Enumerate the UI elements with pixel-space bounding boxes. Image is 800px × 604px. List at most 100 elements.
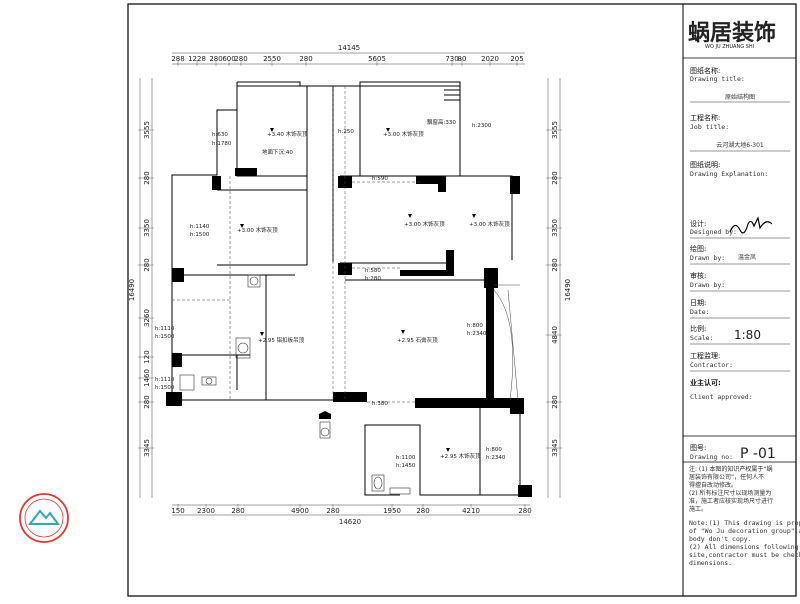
svg-text:注: (1) 本图的知识产权属于“蜗: 注: (1) 本图的知识产权属于“蜗	[689, 465, 772, 473]
top-seg-10: 2020	[481, 55, 499, 63]
bottom-seg-4: 280	[326, 507, 339, 515]
note-h-800b: h:800	[486, 447, 502, 453]
svg-text:Designed by:: Designed by:	[690, 228, 737, 236]
note-h-2340b: h:2340	[486, 455, 506, 461]
beams	[172, 86, 420, 403]
bottom-seg-5: 1950	[383, 507, 401, 515]
bottom-seg-8: 280	[518, 507, 531, 515]
note-h-630: h:630	[212, 132, 228, 138]
svg-text:Note:(1) This drawing is prope: Note:(1) This drawing is property	[689, 519, 800, 527]
drawing-no-value: P -01	[740, 446, 776, 462]
company-seal	[19, 493, 69, 543]
notes-cn: 注: (1) 本图的知识产权属于“蜗 居装饰有限公司”，任何人不 得擅自改动修改…	[689, 465, 773, 513]
designer-signature	[729, 216, 773, 234]
svg-text:Drawn by:: Drawn by:	[690, 281, 725, 289]
svg-text:(2) 所有标注尺寸以现场测量为: (2) 所有标注尺寸以现场测量为	[689, 489, 771, 497]
checked-label: 审核:	[690, 271, 706, 280]
bottom-total-dim: 14620	[339, 518, 361, 526]
svg-text:蜗居装饰: 蜗居装饰	[688, 20, 776, 46]
notes-en: Note:(1) This drawing is property of "Wo…	[689, 519, 800, 567]
note-kitchen: +2.95 铝扣板吊顶	[258, 336, 305, 344]
svg-text:Drawing Explanation:: Drawing Explanation:	[690, 170, 768, 178]
bottom-seg-3: 4900	[291, 507, 309, 515]
top-seg-8: 730	[445, 55, 458, 63]
svg-text:dimensions.: dimensions.	[689, 559, 732, 567]
note-h-1450: h:1450	[396, 463, 416, 469]
top-seg-2: 280	[209, 55, 222, 63]
designed-by-label: 设计:	[690, 219, 706, 228]
note-h-580: h:580	[365, 268, 381, 274]
top-seg-6: 280	[299, 55, 312, 63]
top-total-dim: 14145	[338, 44, 360, 52]
note-h-1500b: h:1500	[155, 334, 175, 340]
right-total-dim: 16490	[564, 279, 572, 301]
note-h-800: h:800	[467, 323, 483, 329]
note-h-250: h:250	[338, 129, 354, 135]
top-seg-7: 5605	[368, 55, 386, 63]
note-bay-window: 飘窗高:330	[427, 118, 456, 126]
client-approved-label: 业主认可:	[690, 378, 721, 387]
svg-text:Drawing title:: Drawing title:	[690, 75, 745, 83]
svg-text:Drawing no:: Drawing no:	[690, 453, 733, 461]
drawing-title-label: 图纸名称:	[690, 66, 720, 75]
note-room1: +3.00 木饰灰顶	[237, 226, 278, 234]
svg-text:施工。: 施工。	[689, 505, 707, 513]
drawn-by-value: 温金凤	[738, 253, 756, 261]
elevation-markers	[240, 128, 476, 452]
svg-text:Job title:: Job title:	[690, 123, 729, 131]
company-logo: 蜗居装饰 WO JU ZHUANG SHI	[688, 20, 776, 50]
svg-text:Contractor:: Contractor:	[690, 361, 733, 369]
column-marker-icon	[319, 411, 331, 419]
svg-text:WO JU ZHUANG SHI: WO JU ZHUANG SHI	[705, 44, 754, 50]
top-seg-5: 2550	[263, 55, 281, 63]
sheet-border	[127, 3, 797, 597]
explanation-label: 图纸说明:	[690, 160, 720, 169]
top-seg-1: 1228	[188, 55, 206, 63]
note-h-2300: h:2300	[472, 123, 492, 129]
note-h-1110b: h:1110	[155, 377, 175, 383]
bottom-seg-2: 280	[231, 507, 244, 515]
top-seg-0: 288	[171, 55, 184, 63]
note-ceiling-a: +3.40 木饰灰顶	[267, 130, 308, 138]
svg-text:Date:: Date:	[690, 308, 710, 316]
note-h-1500c: h:1500	[155, 385, 175, 391]
svg-text:居装饰有限公司”，任何人不: 居装饰有限公司”，任何人不	[689, 473, 764, 481]
note-h-280: h:280	[365, 276, 381, 282]
note-h-590: h:590	[372, 176, 388, 182]
drawing-title-value: 原始结构图	[725, 93, 755, 101]
svg-text:site,contractor must be check: site,contractor must be check the	[689, 551, 800, 559]
bottom-seg-7: 4210	[462, 507, 480, 515]
scale-value: 1:80	[734, 328, 761, 342]
svg-text:body don't copy.: body don't copy.	[689, 535, 752, 543]
bottom-seg-0: 150	[171, 507, 184, 515]
scale-label: 比例:	[690, 324, 706, 333]
job-title-value: 云河湖大地6-301	[716, 141, 764, 149]
top-seg-11: 205	[510, 55, 523, 63]
note-floor: 地面下沉:40	[262, 148, 293, 156]
svg-text:(2) All dimensions following t: (2) All dimensions following the	[689, 543, 800, 551]
date-label: 日期:	[690, 299, 706, 307]
note-h-1780: h:1780	[212, 141, 232, 147]
note-ceiling-b: +3.00 木饰灰顶	[383, 130, 424, 138]
left-total-dim: 16490	[128, 279, 136, 301]
bottom-seg-6: 280	[416, 507, 429, 515]
top-seg-4: 280	[234, 55, 247, 63]
drawn-by-label: 绘图:	[690, 244, 706, 253]
svg-text:得擅自改动修改。: 得擅自改动修改。	[689, 481, 737, 489]
top-seg-9: 80	[458, 55, 467, 63]
bay-window	[493, 284, 520, 401]
title-block: 蜗居装饰 WO JU ZHUANG SHI 图纸名称: Drawing titl…	[683, 20, 800, 567]
job-title-label: 工程名称:	[690, 113, 720, 122]
walls	[171, 81, 521, 496]
note-bedroom: +2.95 木饰灰顶	[440, 452, 481, 460]
svg-text:准，施工者应核实现场尺寸进行: 准，施工者应核实现场尺寸进行	[689, 497, 773, 505]
fixtures	[179, 274, 411, 495]
